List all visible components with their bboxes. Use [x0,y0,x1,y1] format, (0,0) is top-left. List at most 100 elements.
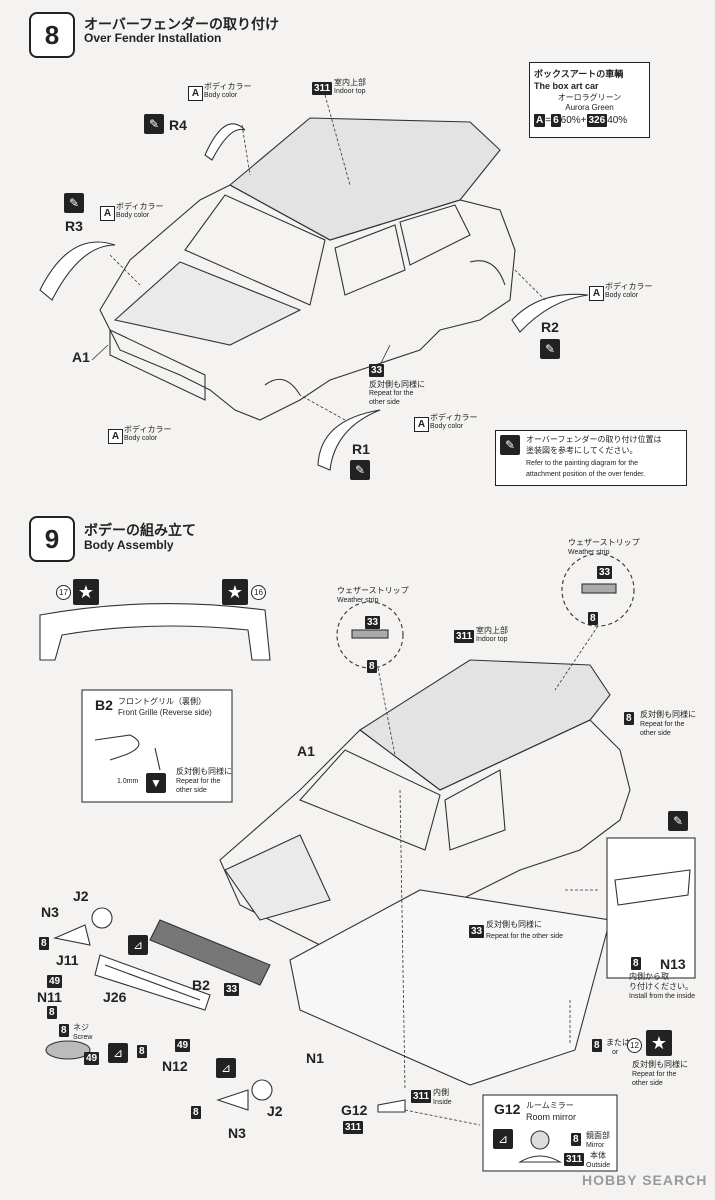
outside-jp: 本体 [590,1151,606,1160]
g12-code: 311 [343,1121,364,1134]
part-n3: N3 [228,1125,246,1141]
glue-icon: ⊿ [493,1129,513,1149]
outside-code: 311 [564,1153,585,1166]
boxart-color-jp: オーロラグリーン [557,93,622,102]
body-color-label-r2: A ボディカラー Body color [589,282,652,301]
code-8: 8 [47,1006,57,1019]
grille-repeat-en1: Repeat for the [176,778,221,785]
repeat33-jp: 反対側も同様に [486,920,542,929]
boxart-color-en: Aurora Green [565,103,614,112]
part-j26: J26 [103,989,127,1005]
mirror-en: Room mirror [526,1112,577,1122]
step8-drawing [39,94,589,471]
right-repeat-en1: Repeat for the [632,1071,677,1078]
brush-icon: ✎ [144,114,164,134]
body-color-code: A [414,417,429,432]
body-color-jp: ボディカラー [605,282,653,291]
mirror-face-jp: 鏡面部 [586,1131,610,1140]
body-color-en: Body color [204,92,238,99]
right-repeat-en2: other side [632,1080,663,1087]
note-jp1: オーバーフェンダーの取り付け位置は [526,435,662,444]
or-marker-12: 12 [627,1038,642,1053]
mirror-part: G12 [494,1101,521,1117]
code-8: 8 [39,937,49,950]
part-n11: N11 [37,989,62,1005]
grille-dimension: 1.0mm [117,778,139,785]
part-r3: R3 [65,218,83,234]
code-8: 8 [191,1106,201,1119]
formula-part: A [534,114,546,127]
note-en2: attachment position of the over fender. [526,471,646,478]
body-color-code: A [188,86,203,101]
screw-code: 8 [59,1024,69,1037]
or-en: or [612,1049,619,1056]
part-a1: A1 [72,349,90,365]
formula-p2: 40% [607,115,628,126]
grille-repeat-jp: 反対側も同様に [176,767,232,776]
weather-strip-code2: 8 [367,660,377,673]
note-jp2: 塗装図を参考にしてください。 [526,446,638,455]
boxart-en: The box art car [534,81,599,91]
brush-icon: ✎ [668,811,688,831]
code-49: 49 [175,1039,191,1052]
part-g12: G12 [341,1102,368,1118]
part-r1: R1 [352,441,370,457]
body-color-jp: ボディカラー [204,82,252,91]
step-title-jp: ボデーの組み立て [84,522,196,538]
drill-icon: ▼ [146,773,166,793]
indoor-top-jp: 室内上部 [476,626,508,635]
part-j2: J2 [73,888,89,904]
repeat-jp: 反対側も同様に [369,380,425,389]
boxart-jp: ボックスアートの車輌 [534,69,624,79]
weather-strip-jp: ウェザーストリップ [568,538,640,547]
body-color-label-a1: A ボディカラー Body color [108,425,171,444]
body-color-code: A [108,429,123,444]
indoor-top-jp: 室内上部 [334,78,366,87]
mirror-jp: ルームミラー [526,1101,574,1110]
glue-icon: ⊿ [216,1058,236,1078]
grille-en: Front Grille (Reverse side) [118,708,212,717]
step-number: 8 [29,12,75,58]
repeat-en2: other side [640,730,671,737]
mirror-face-en: Mirror [586,1142,605,1149]
outside-en: Outside [586,1162,611,1169]
body-color-label-r4: A ボディカラー Body color [188,82,251,101]
step-title-en: Body Assembly [84,538,174,552]
b2-code: 33 [224,983,240,996]
body-color-en: Body color [605,292,639,299]
weather-strip-code1: 33 [365,616,381,629]
or-code8: 8 [592,1039,602,1052]
repeat-en1: Repeat for the [369,390,414,397]
body-color-jp: ボディカラー [430,413,478,422]
indoor-top-en: Indoor top [334,88,366,95]
n13-note-jp1: 内側から取 [629,972,669,981]
part-j11: J11 [56,952,79,968]
indoor-top-en: Indoor top [476,636,508,643]
body-color-jp: ボディカラー [116,202,164,211]
brush-icon: ✎ [64,193,84,213]
step-marker-17: 17 [56,585,71,600]
indoor-top-label: 311 室内上部 Indoor top [454,626,508,644]
inside-jp: 内側 [433,1088,449,1097]
step-title-en: Over Fender Installation [84,31,222,45]
part-r4: R4 [169,117,187,133]
repeat-en1: Repeat for the [640,721,685,728]
formula-c2: 326 [586,114,608,127]
repeat-jp: 反対側も同様に [640,710,696,719]
code-8: 8 [137,1045,147,1058]
body-color-code: A [100,206,115,221]
code-49: 49 [84,1052,100,1065]
mirror-code: 8 [571,1133,581,1146]
step-title-jp: オーバーフェンダーの取り付け [84,16,280,32]
glue-icon: ⊿ [108,1043,128,1063]
body-color-en: Body color [124,435,158,442]
brush-icon: ✎ [500,435,520,455]
glue-icon: ⊿ [128,935,148,955]
body-color-jp: ボディカラー [124,425,172,434]
boxart-callout: ボックスアートの車輌 The box art car オーロラグリーン Auro… [529,62,650,138]
screw-jp: ネジ [73,1023,89,1032]
star-icon: ★ [646,1030,672,1056]
note-en1: Refer to the painting diagram for the [526,460,639,467]
